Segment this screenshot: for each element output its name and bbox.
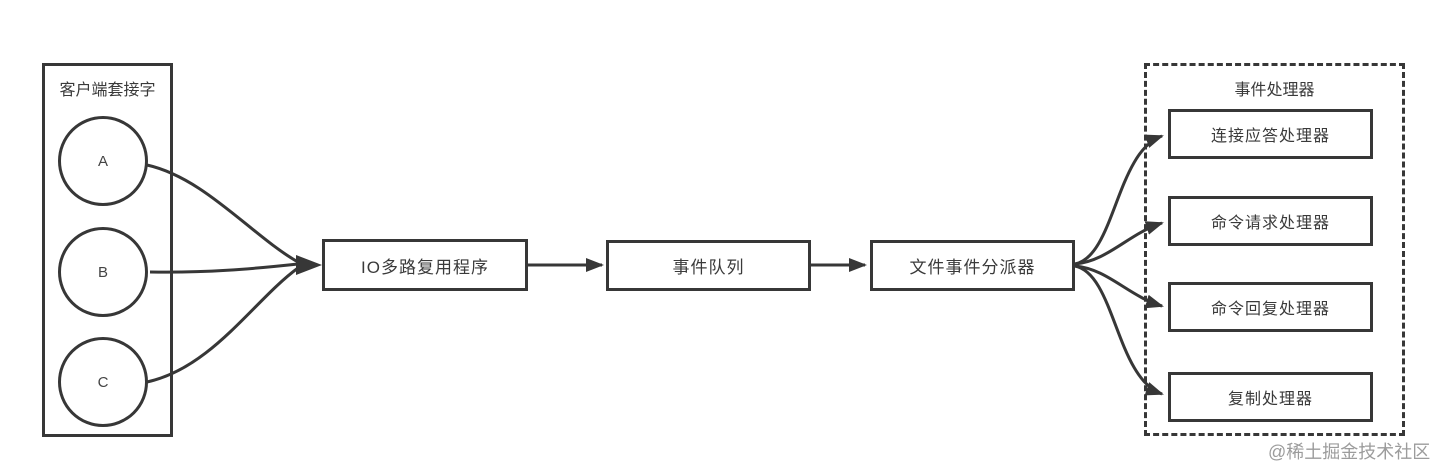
event-handlers-box (1144, 63, 1405, 436)
arrow-socket-b-to-multiplexer (149, 262, 299, 274)
handler-replication-label: 复制处理器 (1227, 391, 1313, 408)
handler-connection-reply: 连接应答处理器 (1168, 109, 1373, 159)
client-sockets-title: 客户端套接字 (59, 82, 156, 99)
node-event-queue-label: 事件队列 (672, 258, 745, 277)
arrow-dispatcher-to-handler-3 (1074, 264, 1164, 309)
handler-command-request-label: 命令请求处理器 (1210, 215, 1330, 232)
node-io-multiplexer-label: IO多路复用程序 (361, 257, 489, 277)
node-file-event-dispatcher-label: 文件事件分派器 (909, 258, 1036, 277)
arrow-socket-c-to-multiplexer (146, 266, 299, 384)
arrow-dispatcher-to-handler-1 (1074, 134, 1164, 266)
arrow-dispatcher-to-handler-2 (1074, 221, 1164, 266)
handler-command-reply-label: 命令回复处理器 (1210, 301, 1330, 318)
handler-connection-reply-label: 连接应答处理器 (1210, 128, 1330, 145)
watermark: @稀土掘金技术社区 (1268, 442, 1431, 462)
handler-command-request: 命令请求处理器 (1168, 196, 1373, 246)
socket-c: C (58, 337, 148, 427)
convergence-arrowhead (296, 255, 322, 275)
client-sockets-box (42, 63, 173, 437)
node-file-event-dispatcher: 文件事件分派器 (870, 240, 1075, 291)
node-event-queue: 事件队列 (606, 240, 811, 291)
handler-replication: 复制处理器 (1168, 372, 1373, 422)
event-handlers-title: 事件处理器 (1234, 82, 1315, 99)
socket-b: B (58, 227, 148, 317)
socket-b-label: B (97, 263, 108, 281)
arrow-socket-a-to-multiplexer (146, 163, 299, 264)
arrow-dispatcher-to-handler-4 (1074, 264, 1164, 396)
handler-command-reply: 命令回复处理器 (1168, 282, 1373, 332)
socket-c-label: C (97, 373, 109, 391)
socket-a-label: A (97, 152, 108, 170)
node-io-multiplexer: IO多路复用程序 (322, 239, 528, 291)
socket-a: A (58, 116, 148, 206)
